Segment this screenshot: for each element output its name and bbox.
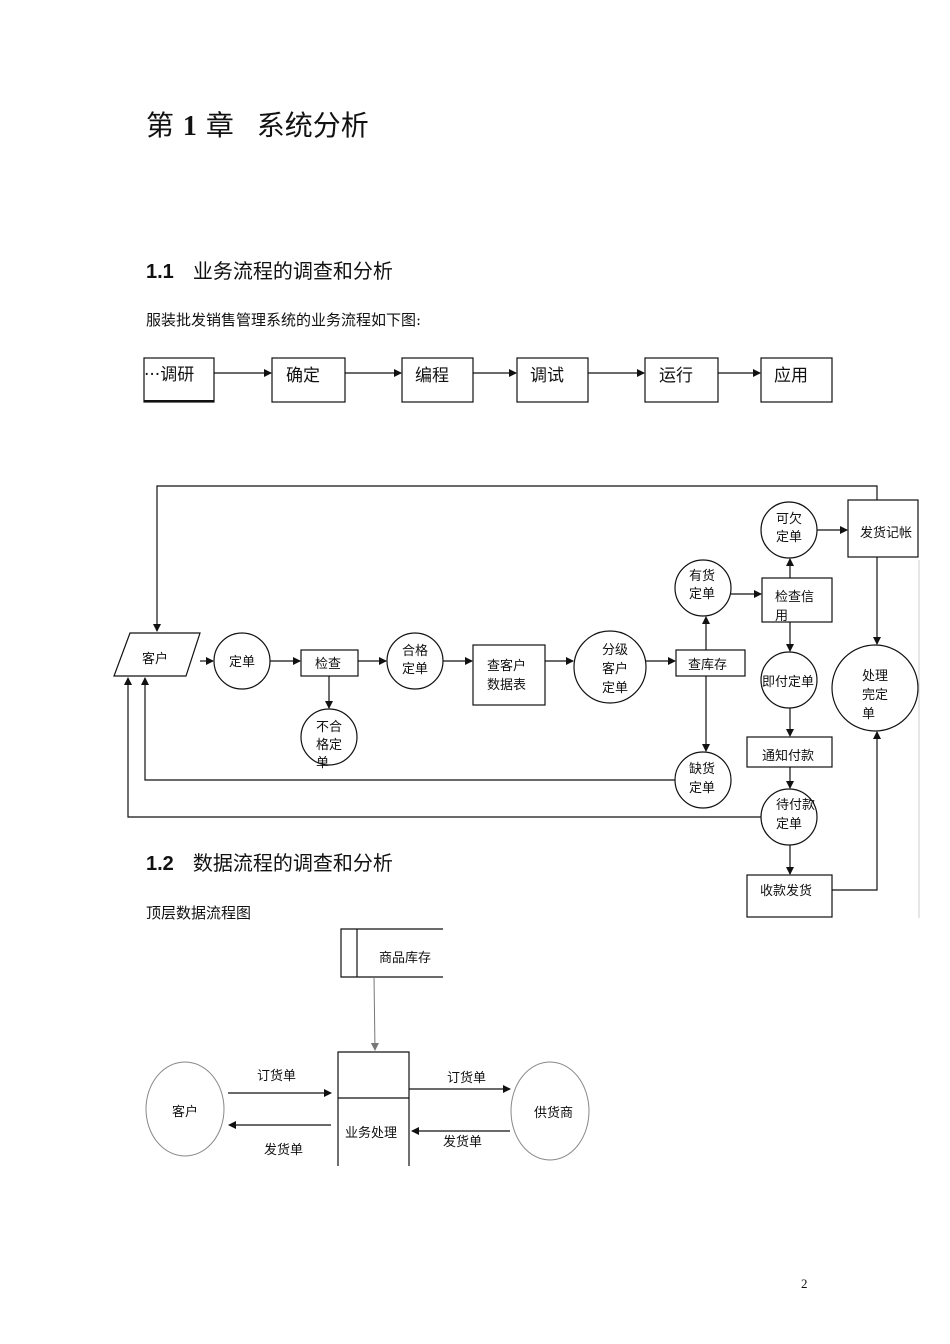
step-box-debug (516, 357, 589, 403)
dfd-customer-shape (145, 1061, 225, 1157)
flow-awaitpay-1: 待付款 (776, 798, 815, 813)
flow-lookup-2: 数据表 (487, 678, 526, 693)
flow-stockcheck: 查库存 (688, 657, 727, 673)
flow-lookup-1: 查客户 (487, 658, 526, 674)
dfd-ship-out: 发货单 (264, 1142, 303, 1158)
flow-graded-2: 客户 (602, 661, 628, 677)
business-flow-labels: 客户 定单 检查 不合 格定 单 合格 定单 查客户 数据表 分级 客户 定单 … (142, 511, 912, 899)
dfd-labels: 商品库存 客户 业务处理 供货商 订货单 发货单 订货单 发货单 (172, 950, 573, 1158)
step-box-confirm (271, 357, 346, 403)
process-steps (143, 357, 833, 403)
flow-check: 检查 (315, 657, 341, 672)
business-flow-arrows (124, 485, 881, 891)
step-box-run (644, 357, 719, 403)
step-program: 编程 (415, 366, 449, 386)
flow-paynow: 即付定单 (762, 675, 814, 690)
flow-notify: 通知付款 (762, 748, 814, 764)
flow-done-2: 完定 (862, 688, 888, 703)
step-run: 运行 (659, 366, 693, 386)
flow-stockcheck-shape (675, 649, 746, 677)
flow-unqualified-shape (300, 708, 358, 766)
dfd-order-out: 订货单 (447, 1070, 486, 1086)
page-number: 2 (801, 1276, 808, 1291)
flow-customer-shape (113, 632, 201, 677)
section-1-heading: 1.1 业务流程的调查和分析 (146, 255, 393, 284)
process-step-labels: ···调研 确定 编程 调试 运行 应用 (144, 365, 808, 386)
flow-shiprecord-shape (847, 499, 919, 558)
section-1-number: 1.1 (146, 261, 174, 283)
chapter-number: 1 (182, 111, 197, 142)
dfd-supplier: 供货商 (534, 1105, 573, 1121)
flow-done-3: 单 (862, 707, 875, 722)
flow-unqualified-2: 格定 (316, 737, 342, 753)
dfd-shapes (337, 928, 443, 1166)
intro-paragraph: 服装批发销售管理系统的业务流程如下图: (146, 311, 422, 329)
flow-lookup-shape (472, 644, 546, 706)
flow-unqualified-3: 单 (316, 756, 329, 771)
dfd-process-shape (337, 1051, 410, 1166)
flow-instock-1: 有货 (689, 568, 715, 584)
dfd-entities (145, 1061, 590, 1161)
business-flow-shapes (113, 499, 919, 918)
flow-creditcheck-2: 用 (775, 609, 788, 624)
step-apply: 应用 (774, 366, 808, 386)
step-box-apply (760, 357, 833, 403)
step-research: ···调研 (144, 365, 194, 385)
dfd-arrows (228, 976, 511, 1135)
flow-shiprecord: 发货记帐 (860, 525, 912, 541)
flow-outofstock-shape (674, 751, 732, 809)
dfd-process: 业务处理 (345, 1125, 397, 1141)
step-debug: 调试 (530, 366, 564, 386)
flow-instock-2: 定单 (689, 587, 715, 602)
flow-creditcheck-shape (761, 577, 833, 623)
flow-creditok-1: 可欠 (776, 511, 802, 527)
flow-collectship-shape (746, 874, 833, 918)
section-1-title: 业务流程的调查和分析 (192, 259, 393, 283)
flow-paynow-shape (760, 651, 818, 709)
flow-qualified-1: 合格 (402, 643, 428, 659)
flow-graded-3: 定单 (602, 681, 628, 696)
flow-qualified-shape (386, 632, 444, 690)
dfd-supplier-shape (510, 1061, 590, 1161)
dfd-ship-in: 发货单 (443, 1134, 482, 1150)
dfd-customer: 客户 (172, 1104, 198, 1120)
chapter-title: 第 1 章 系统分析 (146, 104, 369, 144)
dfd-store: 商品库存 (379, 950, 431, 966)
flow-done-1: 处理 (862, 669, 888, 684)
section-2-number: 1.2 (146, 853, 174, 875)
flow-awaitpay-2: 定单 (776, 817, 802, 832)
dfd-caption: 顶层数据流程图 (146, 904, 252, 922)
chapter-name: 系统分析 (256, 109, 369, 142)
flow-unqualified-1: 不合 (316, 720, 342, 735)
flow-outofstock-2: 定单 (689, 781, 715, 796)
chapter-suffix: 章 (205, 109, 234, 142)
flow-order: 定单 (229, 655, 255, 670)
step-box-program (401, 357, 474, 403)
flow-collectship: 收款发货 (760, 883, 812, 899)
flow-creditcheck-1: 检查信 (775, 590, 814, 605)
flow-creditok-2: 定单 (776, 530, 802, 545)
flow-outofstock-1: 缺货 (689, 761, 715, 777)
flow-graded-shape (573, 630, 647, 704)
section-2-heading: 1.2 数据流程的调查和分析 (146, 847, 393, 876)
flow-graded-1: 分级 (602, 643, 628, 658)
section-2-title: 数据流程的调查和分析 (192, 851, 393, 875)
step-confirm: 确定 (286, 366, 320, 386)
dfd-store-shape (340, 928, 443, 978)
dfd-order-in: 订货单 (257, 1068, 296, 1084)
flow-customer: 客户 (142, 651, 168, 667)
chapter-prefix: 第 (146, 109, 175, 142)
flow-qualified-2: 定单 (402, 662, 428, 677)
